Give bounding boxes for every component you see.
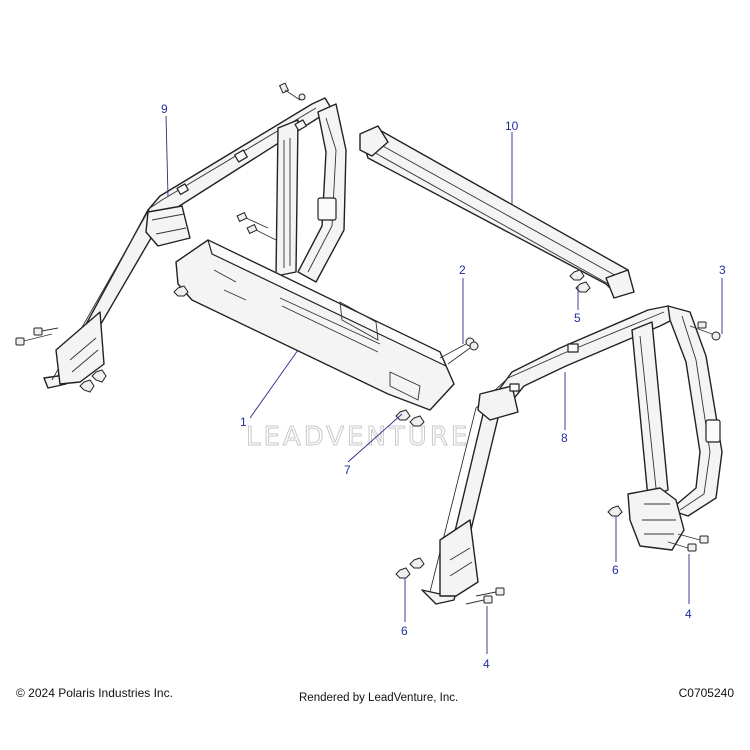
callout-1: 1 <box>240 415 247 429</box>
callout-5: 5 <box>574 311 581 325</box>
bolt[interactable] <box>689 321 721 341</box>
bolt[interactable] <box>15 327 59 346</box>
callout-3: 3 <box>719 263 726 277</box>
bolt[interactable] <box>439 337 479 365</box>
nut[interactable] <box>607 505 623 517</box>
bolt[interactable] <box>278 82 306 101</box>
callout-4-right: 4 <box>685 607 692 621</box>
hardware <box>15 82 721 605</box>
callout-8: 8 <box>561 431 568 445</box>
rendered-by-credit: Rendered by LeadVenture, Inc. <box>299 692 459 704</box>
callout-4-left: 4 <box>483 657 490 671</box>
callouts: 1 2 3 4 4 5 6 6 7 8 9 10 <box>161 102 726 671</box>
callout-7: 7 <box>344 463 351 477</box>
nut[interactable] <box>395 557 425 579</box>
bolt[interactable] <box>667 533 709 552</box>
nut[interactable] <box>569 269 591 293</box>
leader-lines <box>165 115 723 654</box>
callout-6-right: 6 <box>612 563 619 577</box>
bolt[interactable] <box>465 587 505 605</box>
callout-6-left: 6 <box>401 624 408 638</box>
roll-bar-rear-left[interactable] <box>43 97 347 389</box>
cross-bar-part-10[interactable] <box>359 125 635 299</box>
bolt[interactable] <box>236 211 277 241</box>
watermark: LEADVENTURE <box>246 422 470 452</box>
diagram-code: C0705240 <box>678 686 734 700</box>
nut[interactable] <box>79 369 107 393</box>
copyright-notice: © 2024 Polaris Industries Inc. <box>16 686 173 700</box>
nut[interactable] <box>173 285 425 427</box>
callout-2: 2 <box>459 263 466 277</box>
callout-10: 10 <box>505 119 519 133</box>
roll-bar-front-right[interactable] <box>421 305 723 605</box>
panel-part-1[interactable] <box>175 239 455 411</box>
callout-9: 9 <box>161 102 168 116</box>
